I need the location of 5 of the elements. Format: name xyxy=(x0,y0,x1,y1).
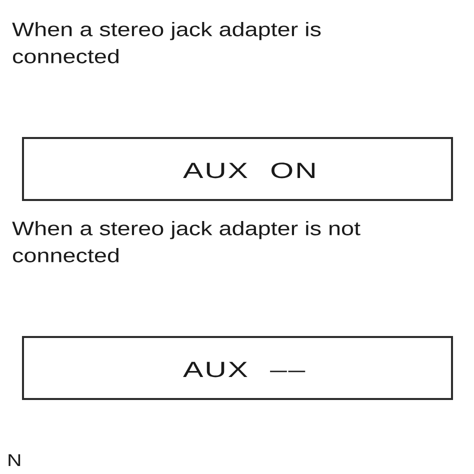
display-panel: AUX –– xyxy=(22,336,454,400)
condition-heading: When a stereo jack adapter is connected xyxy=(12,22,321,64)
display-panel: AUX ON xyxy=(22,137,454,201)
condition-heading: When a stereo jack adapter is not connected xyxy=(12,221,360,262)
figure-code: N xyxy=(8,454,20,466)
